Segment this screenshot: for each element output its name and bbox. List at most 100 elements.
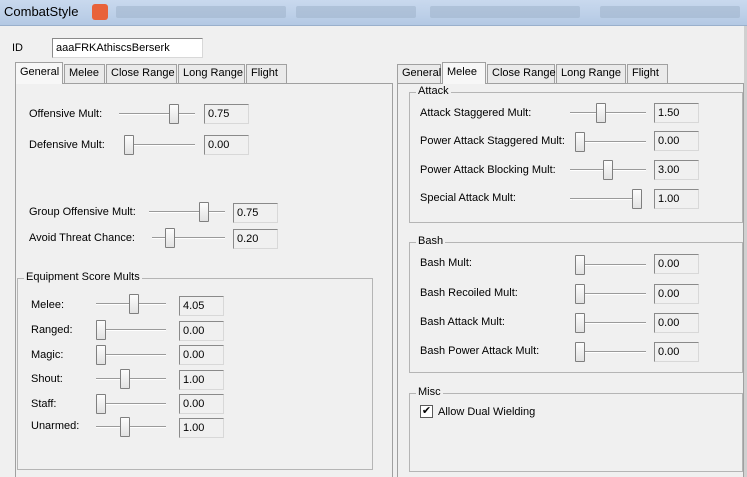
- equipment-group-title: Equipment Score Mults: [24, 271, 142, 283]
- window-right-edge: [744, 26, 747, 477]
- avoid-threat-chance-value[interactable]: 0.20: [233, 229, 278, 249]
- slider-thumb[interactable]: [120, 369, 130, 389]
- background-blur: [430, 6, 580, 18]
- equipment-unarmed-slider[interactable]: [96, 416, 166, 438]
- slider-track: [149, 211, 225, 213]
- right-tab-strip: General Melee Close Range Long Range Fli…: [397, 62, 743, 84]
- bash-attack-mult-label: Bash Attack Mult:: [420, 316, 505, 328]
- defensive-mult-label: Defensive Mult:: [29, 139, 105, 151]
- right-tab-long-range[interactable]: Long Range: [556, 64, 626, 83]
- group-offensive-mult-value[interactable]: 0.75: [233, 203, 278, 223]
- power-attack-staggered-mult-value[interactable]: 0.00: [654, 131, 699, 151]
- bash-mult-slider[interactable]: [575, 254, 646, 276]
- slider-track: [575, 351, 646, 353]
- attack-group: Attack: [409, 85, 743, 223]
- avoid-threat-chance-slider[interactable]: [152, 227, 225, 249]
- right-tab-general[interactable]: General: [397, 64, 441, 83]
- title-bar: CombatStyle: [0, 0, 747, 26]
- slider-thumb[interactable]: [575, 255, 585, 275]
- power-attack-staggered-mult-label: Power Attack Staggered Mult:: [420, 135, 565, 147]
- slider-thumb[interactable]: [575, 313, 585, 333]
- background-blur: [296, 6, 416, 18]
- slider-track: [96, 378, 166, 380]
- slider-track: [96, 426, 166, 428]
- bash-power-attack-mult-slider[interactable]: [575, 341, 646, 363]
- power-attack-staggered-mult-slider[interactable]: [575, 131, 646, 153]
- offensive-mult-value[interactable]: 0.75: [204, 104, 249, 124]
- bash-recoiled-mult-label: Bash Recoiled Mult:: [420, 287, 518, 299]
- offensive-mult-slider[interactable]: [119, 103, 195, 125]
- slider-thumb[interactable]: [96, 345, 106, 365]
- equipment-shout-slider[interactable]: [96, 368, 166, 390]
- slider-thumb[interactable]: [129, 294, 139, 314]
- background-blur: [116, 6, 286, 18]
- attack-staggered-mult-slider[interactable]: [570, 102, 646, 124]
- power-attack-blocking-mult-label: Power Attack Blocking Mult:: [420, 164, 556, 176]
- bash-attack-mult-value[interactable]: 0.00: [654, 313, 699, 333]
- slider-thumb[interactable]: [168, 104, 179, 124]
- attack-staggered-mult-label: Attack Staggered Mult:: [420, 107, 532, 119]
- offensive-mult-label: Offensive Mult:: [29, 108, 103, 120]
- special-attack-mult-value[interactable]: 1.00: [654, 189, 699, 209]
- equipment-ranged-slider[interactable]: [96, 319, 166, 341]
- bash-recoiled-mult-slider[interactable]: [575, 283, 646, 305]
- equipment-shout-value[interactable]: 1.00: [179, 370, 224, 390]
- bash-group: Bash: [409, 235, 743, 373]
- window-title: CombatStyle: [4, 4, 79, 19]
- equipment-magic-label: Magic:: [31, 349, 64, 361]
- slider-thumb[interactable]: [603, 160, 613, 180]
- left-tab-flight[interactable]: Flight: [246, 64, 287, 83]
- slider-thumb[interactable]: [575, 284, 585, 304]
- right-tab-close-range[interactable]: Close Range: [487, 64, 556, 83]
- bash-recoiled-mult-value[interactable]: 0.00: [654, 284, 699, 304]
- slider-thumb[interactable]: [596, 103, 607, 123]
- equipment-magic-slider[interactable]: [96, 344, 166, 366]
- left-tab-melee[interactable]: Melee: [64, 64, 105, 83]
- group-offensive-mult-slider[interactable]: [149, 201, 225, 223]
- left-tab-long-range[interactable]: Long Range: [178, 64, 245, 83]
- slider-thumb[interactable]: [96, 320, 106, 340]
- slider-thumb[interactable]: [124, 135, 134, 155]
- bash-attack-mult-slider[interactable]: [575, 312, 646, 334]
- left-tab-strip: General Melee Close Range Long Range Fli…: [15, 62, 395, 84]
- id-input[interactable]: aaaFRKAthiscsBerserk: [52, 38, 203, 58]
- equipment-ranged-label: Ranged:: [31, 324, 73, 336]
- bash-power-attack-mult-label: Bash Power Attack Mult:: [420, 345, 540, 357]
- allow-dual-wielding-checkbox[interactable]: ✔: [420, 405, 433, 418]
- equipment-staff-slider[interactable]: [96, 393, 166, 415]
- equipment-ranged-value[interactable]: 0.00: [179, 321, 224, 341]
- slider-track: [119, 113, 195, 115]
- slider-thumb[interactable]: [96, 394, 106, 414]
- equipment-melee-value[interactable]: 4.05: [179, 296, 224, 316]
- misc-group-title: Misc: [416, 386, 443, 398]
- slider-thumb[interactable]: [198, 202, 209, 222]
- power-attack-blocking-mult-slider[interactable]: [570, 159, 646, 181]
- slider-thumb[interactable]: [632, 189, 642, 209]
- equipment-magic-value[interactable]: 0.00: [179, 345, 224, 365]
- equipment-melee-label: Melee:: [31, 299, 65, 311]
- equipment-staff-label: Staff:: [31, 398, 57, 410]
- slider-track: [152, 237, 225, 239]
- special-attack-mult-slider[interactable]: [570, 188, 642, 210]
- allow-dual-wielding-label: Allow Dual Wielding: [438, 406, 536, 418]
- equipment-melee-slider[interactable]: [96, 293, 166, 315]
- slider-thumb[interactable]: [575, 132, 585, 152]
- slider-thumb[interactable]: [164, 228, 175, 248]
- app-icon: [92, 4, 108, 20]
- equipment-unarmed-value[interactable]: 1.00: [179, 418, 224, 438]
- power-attack-blocking-mult-value[interactable]: 3.00: [654, 160, 699, 180]
- attack-staggered-mult-value[interactable]: 1.50: [654, 103, 699, 123]
- left-tab-general[interactable]: General: [15, 62, 63, 84]
- defensive-mult-value[interactable]: 0.00: [204, 135, 249, 155]
- equipment-staff-value[interactable]: 0.00: [179, 394, 224, 414]
- left-tab-close-range[interactable]: Close Range: [106, 64, 177, 83]
- bash-group-title: Bash: [416, 235, 446, 247]
- slider-thumb[interactable]: [575, 342, 585, 362]
- defensive-mult-slider[interactable]: [124, 134, 195, 156]
- bash-mult-value[interactable]: 0.00: [654, 254, 699, 274]
- id-label: ID: [12, 42, 23, 54]
- slider-thumb[interactable]: [120, 417, 130, 437]
- right-tab-melee[interactable]: Melee: [442, 62, 486, 84]
- bash-power-attack-mult-value[interactable]: 0.00: [654, 342, 699, 362]
- right-tab-flight[interactable]: Flight: [627, 64, 668, 83]
